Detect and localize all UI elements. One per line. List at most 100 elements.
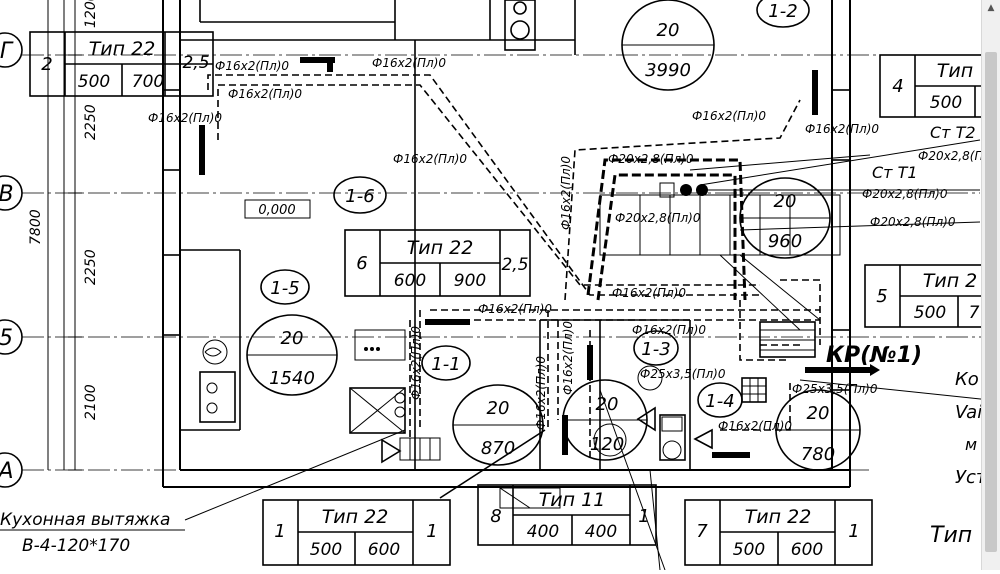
radiator-6-extra: 2,5 bbox=[501, 255, 528, 275]
riser-t2: Ст Т2 bbox=[930, 123, 976, 142]
pipe-label-9: Ф16х2(Пл)0 bbox=[612, 286, 686, 300]
pipes bbox=[0, 57, 991, 571]
room-1-1: 1-1 bbox=[431, 354, 460, 375]
zone-1540-top: 20 bbox=[281, 328, 304, 349]
radiator-tag-2: 2 Тип 22 500 700 2,5 bbox=[29, 31, 214, 97]
dimension-1200: 1200 bbox=[83, 0, 99, 28]
radiator-1-width: 500 bbox=[310, 540, 342, 560]
zone-780-bottom: 780 bbox=[801, 444, 835, 465]
radiator-tag-1: 1 Тип 22 500 600 1 bbox=[262, 499, 451, 566]
room-1-5: 1-5 bbox=[270, 278, 299, 299]
room-1-2: 1-2 bbox=[768, 1, 797, 22]
pipe-label-18: Ф20х2,8(Пл)0 bbox=[918, 149, 1000, 163]
pipe-label-11: Ф16х2(Пл)0 bbox=[718, 419, 792, 433]
radiator-tag-6: 6 Тип 22 600 900 2,5 bbox=[344, 229, 531, 297]
radiator-8-height: 400 bbox=[585, 522, 617, 542]
zone-1540-bottom: 1540 bbox=[269, 368, 315, 389]
radiator-2-width: 500 bbox=[78, 72, 110, 92]
radiator-5-height: 7 bbox=[969, 303, 980, 323]
radiator-5-width: 500 bbox=[914, 303, 946, 323]
radiator-7-width: 500 bbox=[733, 540, 765, 560]
riser-t1: Ст Т1 bbox=[872, 163, 918, 182]
legend-line-4: Уст bbox=[955, 467, 987, 488]
room-markers: 1-2 1-6 1-5 1-1 1-3 1-4 bbox=[260, 0, 810, 418]
pipe-label-3: Ф16х2(Пл)0 bbox=[228, 87, 302, 101]
pipe-label-4: Ф16х2(Пл)0 bbox=[148, 111, 222, 125]
level-mark: 0,000 bbox=[244, 199, 311, 219]
zone-960-top: 20 bbox=[774, 191, 797, 212]
room-1-3: 1-3 bbox=[641, 339, 670, 360]
zone-780-top: 20 bbox=[807, 403, 830, 424]
hood-title: Кухонная вытяжка bbox=[0, 510, 170, 530]
legend-line-1: Ко bbox=[955, 369, 979, 390]
dimension-2250-top: 2250 bbox=[83, 104, 99, 140]
axis-markers: Г В 5 A bbox=[0, 32, 23, 488]
radiator-7-type: Тип 22 bbox=[745, 506, 812, 528]
scroll-thumb[interactable] bbox=[985, 52, 997, 552]
radiator-6-height: 900 bbox=[454, 271, 486, 291]
radiator-1-type: Тип 22 bbox=[322, 506, 389, 528]
legend-line-2: Vai bbox=[955, 402, 982, 423]
room-1-6: 1-6 bbox=[345, 186, 374, 207]
radiator-6-type: Тип 22 bbox=[407, 237, 474, 259]
dimension-texts: 1200 2250 7800 2250 2100 bbox=[28, 0, 99, 471]
radiator-7-height: 600 bbox=[791, 540, 823, 560]
axis-label-5: 5 bbox=[0, 326, 13, 351]
scroll-up-arrow-icon[interactable]: ▲ bbox=[987, 3, 995, 13]
level-value: 0,000 bbox=[258, 203, 295, 218]
radiator-1-num: 1 bbox=[274, 521, 285, 542]
pipe-label-15: Ф16х2(Пл)0 bbox=[561, 321, 575, 395]
pipe-label-5: Ф16х2(Пл)0 bbox=[393, 152, 467, 166]
radiator-5-num: 5 bbox=[876, 286, 887, 307]
radiator-6-width: 600 bbox=[394, 271, 426, 291]
zone-120-top: 20 bbox=[596, 394, 619, 415]
legend-line-3: м bbox=[965, 435, 977, 454]
radiator-2-type: Тип 22 bbox=[89, 38, 156, 60]
radiator-tag-8: 8 Тип 11 400 400 1 bbox=[477, 484, 657, 546]
walls bbox=[162, 0, 851, 488]
pipe-label-12: Ф16х2(Пл)0 bbox=[559, 156, 573, 230]
radiator-type-partial: Тип bbox=[930, 523, 972, 548]
radiator-6-num: 6 bbox=[356, 253, 367, 274]
pipe-label-8: Ф16х2(Пл)0 bbox=[478, 302, 552, 316]
vertical-scrollbar[interactable]: ▲ bbox=[981, 0, 1000, 570]
pipe-label-20: Ф20х2,8(Пл)0 bbox=[870, 215, 956, 229]
fixtures bbox=[199, 329, 767, 509]
radiator-tag-7: 7 Тип 22 500 600 1 bbox=[684, 499, 873, 566]
pipe-label-22: Ф25х3,5(Пл)0 bbox=[792, 382, 878, 396]
radiator-tag-4: 4 Тип 500 bbox=[879, 54, 991, 118]
zone-3990-bottom: 3990 bbox=[645, 60, 691, 81]
radiator-2-extra: 2,5 bbox=[182, 53, 209, 73]
radiator-8-num: 8 bbox=[490, 506, 501, 527]
radiator-8-right: 1 bbox=[638, 506, 649, 527]
radiator-7-num: 7 bbox=[696, 521, 708, 542]
zone-3990-top: 20 bbox=[657, 20, 680, 41]
pipe-label-14: Ф16х2(Пл)0 bbox=[534, 356, 548, 430]
dimension-7800: 7800 bbox=[28, 209, 44, 245]
radiator-5-type: Тип 2 bbox=[923, 270, 978, 292]
collector-label: КР(№1) bbox=[826, 343, 922, 368]
zone-960-bottom: 960 bbox=[768, 231, 802, 252]
pipe-label-7: Ф16х2(Пл)0 bbox=[805, 122, 879, 136]
pipe-label-2: Ф16х2(Пл)0 bbox=[372, 56, 446, 70]
hood-spec: В-4-120*170 bbox=[22, 536, 130, 556]
radiator-2-num: 2 bbox=[41, 54, 52, 75]
pipe-label-1: Ф16х2(Пл)0 bbox=[215, 59, 289, 73]
radiator-1-right: 1 bbox=[426, 521, 437, 542]
radiator-8-type: Тип 11 bbox=[539, 489, 606, 511]
axis-label-a: A bbox=[0, 459, 14, 484]
dimension-2250-mid: 2250 bbox=[83, 249, 99, 285]
zone-870-bottom: 870 bbox=[481, 438, 515, 459]
pipe-label-6: Ф16х2(Пл)0 bbox=[692, 109, 766, 123]
room-1-4: 1-4 bbox=[705, 391, 734, 412]
zone-120-bottom: 120 bbox=[590, 434, 624, 455]
radiator-8-width: 400 bbox=[527, 522, 559, 542]
radiator-1-height: 600 bbox=[368, 540, 400, 560]
pipe-label-19: Ф20х2,8(Пл)0 bbox=[862, 187, 948, 201]
zone-circles: 20 3990 20 1540 20 870 20 120 20 960 20 … bbox=[246, 0, 861, 471]
pipe-labels: Ф16х2(Пл)0 Ф16х2(Пл)0 Ф16х2(Пл)0 Ф16х2(П… bbox=[148, 56, 1000, 433]
radiator-4-num: 4 bbox=[892, 76, 903, 97]
axis-label-b: В bbox=[0, 182, 14, 207]
